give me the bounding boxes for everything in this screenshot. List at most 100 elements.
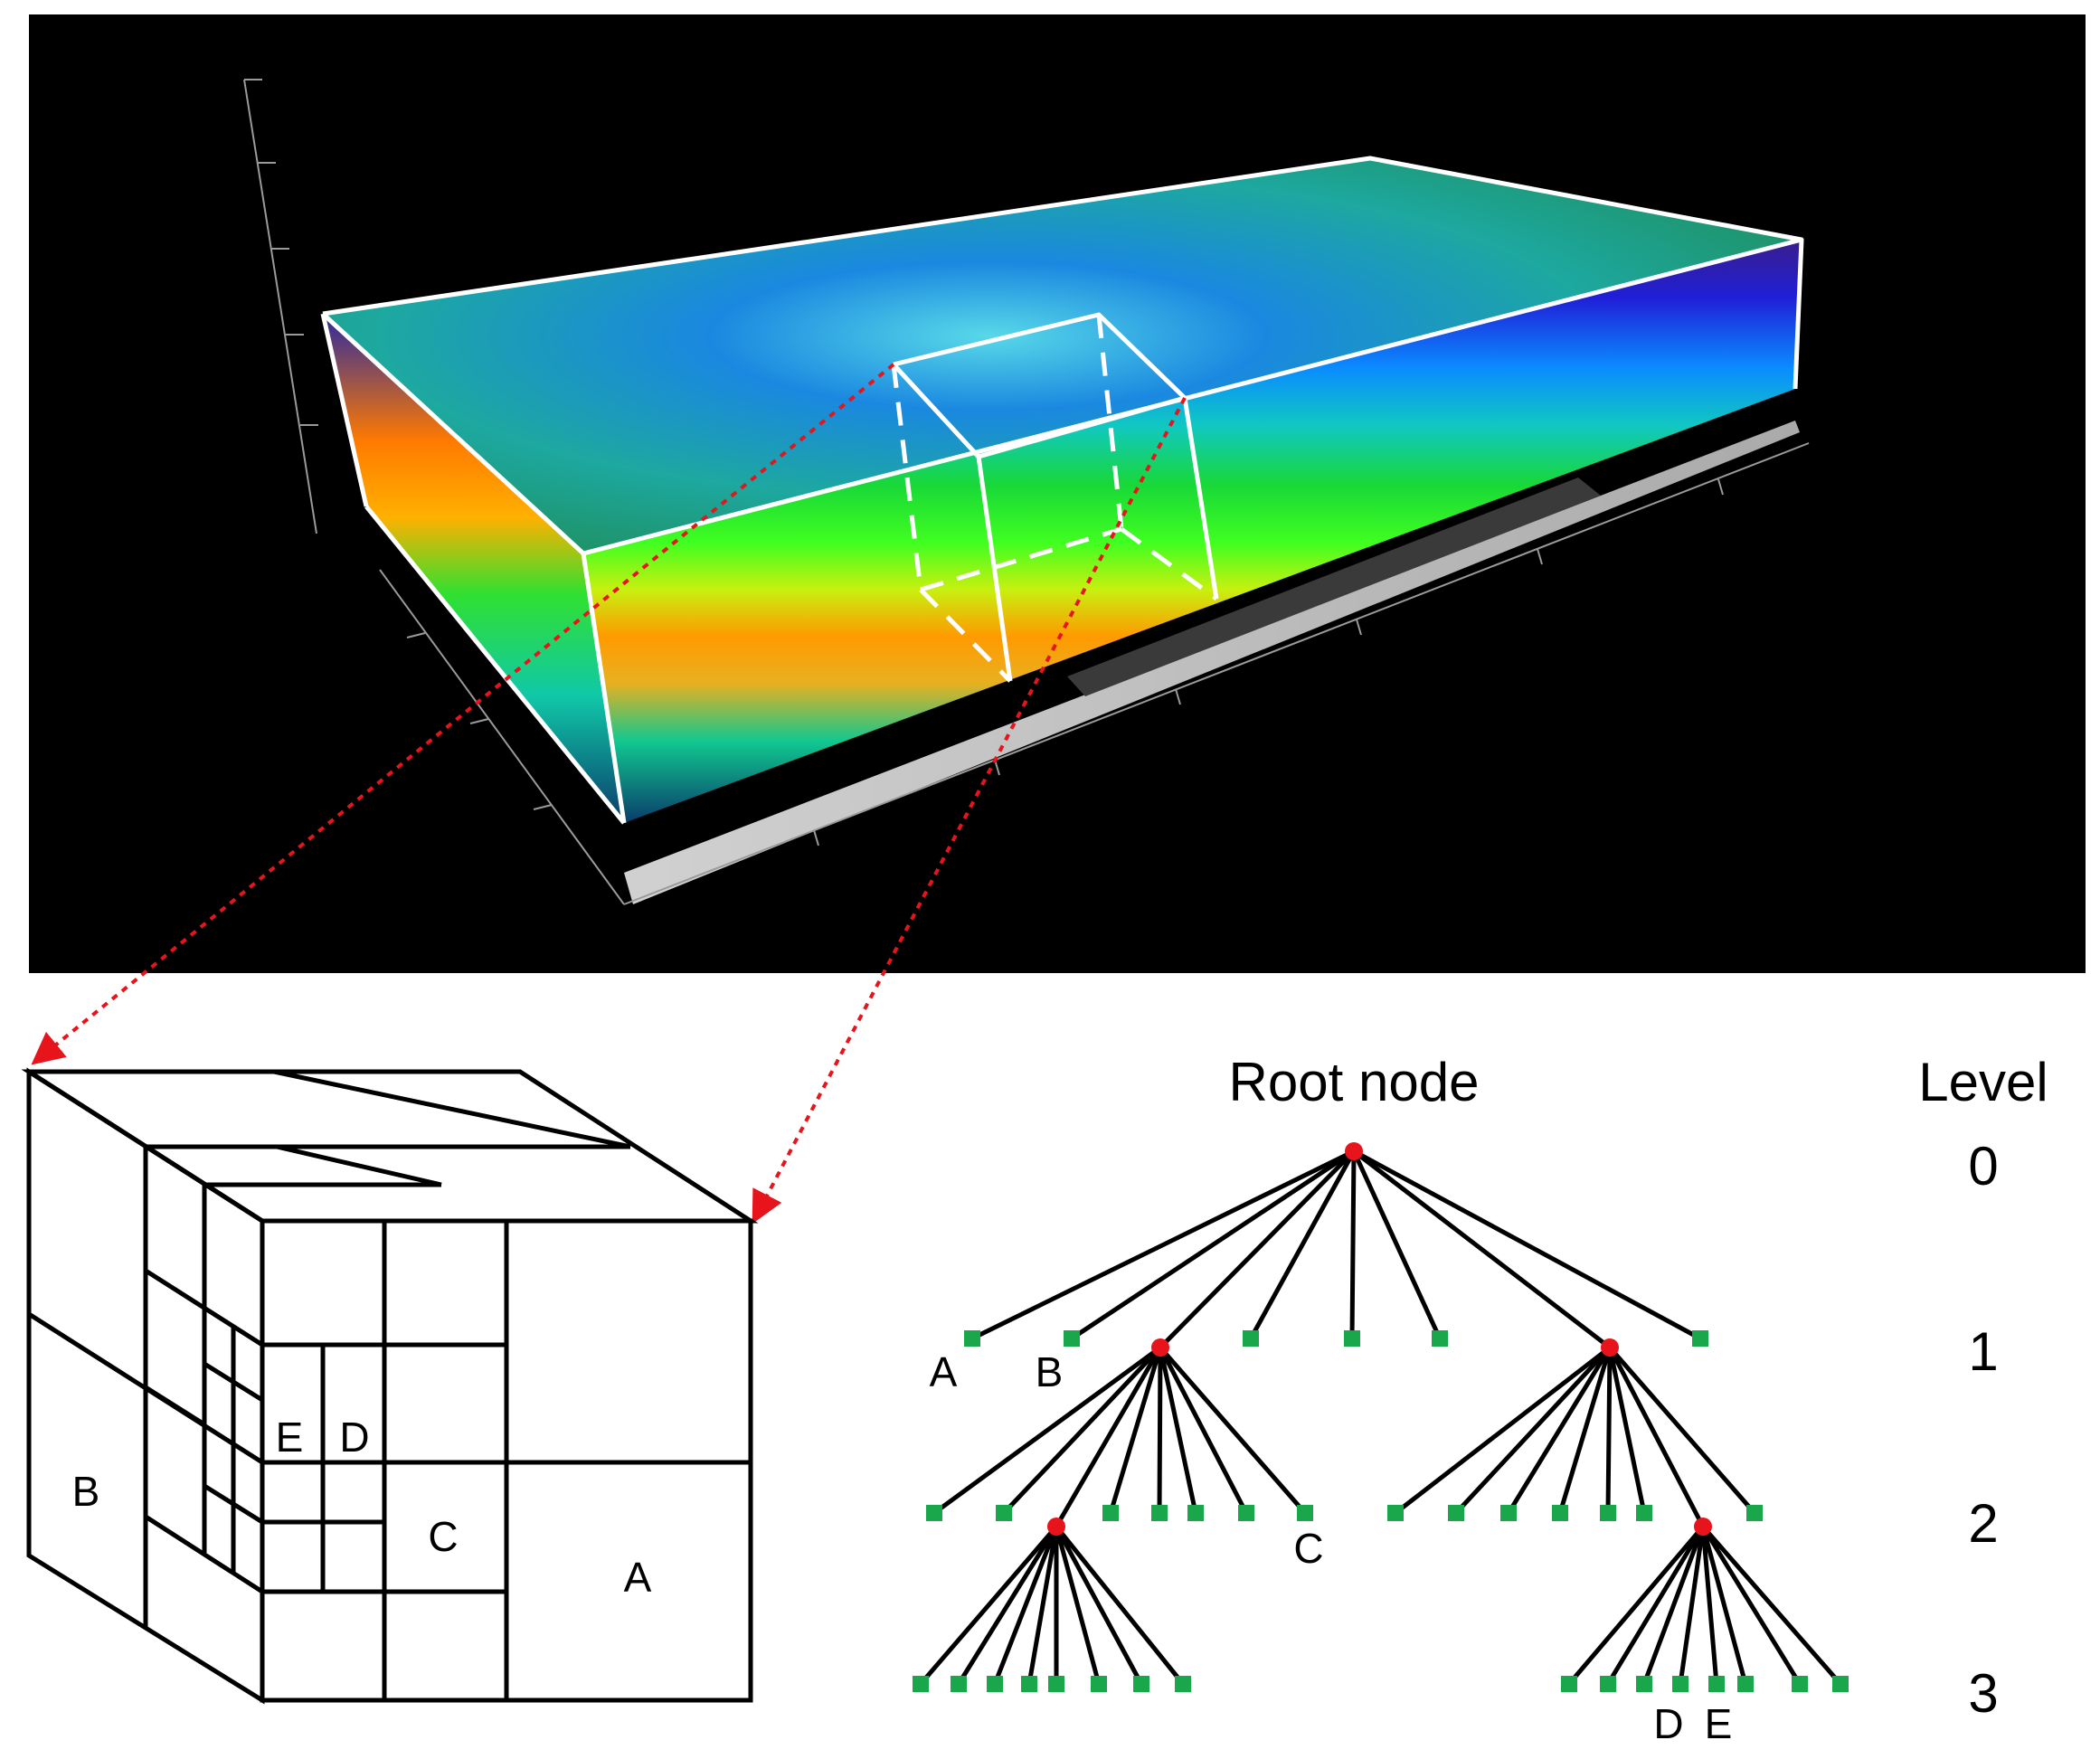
tree-edge bbox=[1352, 1149, 1702, 1341]
tree-leaf-node bbox=[1448, 1505, 1464, 1521]
tree-leaf-node bbox=[1432, 1330, 1448, 1347]
tree-leaf-node bbox=[1133, 1676, 1149, 1692]
ground-shadow bbox=[1067, 478, 1601, 696]
tree-leaf-node bbox=[1737, 1676, 1754, 1692]
tree-leaf-node bbox=[1243, 1330, 1259, 1347]
tree-edge bbox=[1026, 1526, 1059, 1685]
tree-leaf-node bbox=[1297, 1505, 1313, 1521]
tree-edge bbox=[1567, 1525, 1705, 1686]
zoom-arrow-right bbox=[752, 397, 1187, 1225]
level-3-number: 3 bbox=[1968, 1663, 1998, 1724]
tree-leaf-node bbox=[1832, 1676, 1849, 1692]
tree-edge bbox=[956, 1525, 1059, 1686]
cube-labels: B E D C A bbox=[72, 1414, 652, 1601]
tree-leaf-node bbox=[1672, 1676, 1689, 1692]
tree-internal-node bbox=[1047, 1518, 1065, 1536]
tree-leaf-label-c: C bbox=[1293, 1525, 1323, 1572]
tree-leaf-label-d: D bbox=[1653, 1700, 1683, 1747]
volume-render-panel bbox=[29, 14, 2086, 973]
tree-leaf-node bbox=[1692, 1330, 1708, 1347]
cube-label-b: B bbox=[72, 1468, 100, 1515]
tree-edge bbox=[1351, 1149, 1443, 1340]
tree-edge bbox=[1454, 1346, 1612, 1515]
tree-edge bbox=[932, 1345, 1162, 1516]
tree-edge bbox=[1054, 1525, 1144, 1686]
tree-edge bbox=[1605, 1347, 1613, 1514]
cube-label-e: E bbox=[276, 1414, 304, 1461]
tree-edge bbox=[1608, 1346, 1756, 1515]
cube-label-d: D bbox=[339, 1414, 369, 1461]
tree-root-node bbox=[1345, 1142, 1363, 1160]
tree-leaf-label-a: A bbox=[930, 1348, 958, 1395]
tree-edge bbox=[1605, 1525, 1706, 1686]
tree-edge bbox=[1002, 1346, 1162, 1515]
tree-leaf-node bbox=[1048, 1676, 1064, 1692]
tree-leaf-node bbox=[1792, 1676, 1808, 1692]
tree-leaf-node bbox=[1064, 1330, 1080, 1347]
tree-leaf-node bbox=[1151, 1505, 1168, 1521]
tree-edges bbox=[919, 1149, 1842, 1686]
tree-edge bbox=[970, 1149, 1356, 1341]
tree-edge bbox=[1641, 1526, 1706, 1685]
level-0-number: 0 bbox=[1968, 1136, 1998, 1196]
tree-leaf-node bbox=[1175, 1676, 1191, 1692]
volume-top-face bbox=[323, 158, 1802, 553]
tree-edge bbox=[1054, 1346, 1163, 1528]
tree-leaf-node bbox=[987, 1676, 1003, 1692]
tree-leaf-node bbox=[951, 1676, 967, 1692]
tree-leaf-node bbox=[1238, 1505, 1254, 1521]
tree-leaf-node bbox=[1746, 1505, 1763, 1521]
tree-nodes bbox=[913, 1142, 1849, 1692]
volume-outline bbox=[320, 156, 1804, 825]
tree-edge bbox=[992, 1526, 1059, 1685]
tree-leaf-node bbox=[1387, 1505, 1404, 1521]
tree-internal-node bbox=[1694, 1518, 1712, 1536]
cube-label-a: A bbox=[624, 1554, 652, 1601]
tree-leaf-label-b: B bbox=[1036, 1348, 1064, 1395]
tree-edge bbox=[1054, 1526, 1102, 1685]
tree-leaf-node bbox=[1561, 1676, 1577, 1692]
tree-edge bbox=[1700, 1526, 1719, 1685]
tree-leaf-node bbox=[1021, 1676, 1037, 1692]
tree-edge bbox=[1159, 1346, 1307, 1515]
octree-cube bbox=[21, 1067, 759, 1705]
tree-leaf-node bbox=[926, 1505, 942, 1521]
root-node-label: Root node bbox=[1229, 1052, 1480, 1112]
tree-edge bbox=[1070, 1149, 1356, 1341]
cube-label-c: C bbox=[428, 1513, 458, 1560]
volume-left-face bbox=[323, 314, 624, 823]
tree-leaf-node bbox=[1091, 1676, 1107, 1692]
tree-edge bbox=[1607, 1346, 1706, 1528]
tree-edge bbox=[1394, 1346, 1612, 1515]
tree-internal-node bbox=[1151, 1338, 1169, 1357]
tree-edge bbox=[1349, 1150, 1357, 1339]
tree-leaf-node bbox=[913, 1676, 929, 1692]
tree-edge bbox=[1700, 1525, 1802, 1686]
cube-side-face bbox=[26, 1067, 265, 1705]
tree-leaf-node bbox=[996, 1505, 1012, 1521]
tree-leaf-node bbox=[964, 1330, 980, 1347]
tree-edge bbox=[1055, 1525, 1185, 1686]
tree-edge bbox=[919, 1525, 1058, 1686]
tree-internal-node bbox=[1601, 1338, 1619, 1357]
zoom-arrows bbox=[31, 363, 1187, 1225]
tree-leaf-node bbox=[1636, 1505, 1652, 1521]
tree-edge bbox=[1557, 1347, 1613, 1514]
tree-edge bbox=[1678, 1526, 1706, 1685]
tree-edge bbox=[1159, 1149, 1356, 1349]
level-heading: Level bbox=[1918, 1052, 2048, 1112]
tree-edge bbox=[1607, 1347, 1647, 1514]
tree-leaf-node bbox=[1636, 1676, 1652, 1692]
tree-edge bbox=[1248, 1149, 1357, 1340]
tree-edge bbox=[1700, 1526, 1748, 1685]
tree-edge bbox=[1701, 1525, 1842, 1686]
tree-edge bbox=[1506, 1346, 1613, 1515]
level-2-number: 2 bbox=[1968, 1493, 1998, 1554]
tree-edge bbox=[1352, 1149, 1612, 1349]
level-1-number: 1 bbox=[1968, 1321, 1998, 1382]
tree-leaf-node bbox=[1708, 1676, 1725, 1692]
tree-leaf-labels: A B C D E bbox=[930, 1348, 1733, 1747]
ground-slab bbox=[624, 421, 1800, 904]
tree-leaf-node bbox=[1344, 1330, 1360, 1347]
tree-leaf-node bbox=[1500, 1505, 1517, 1521]
